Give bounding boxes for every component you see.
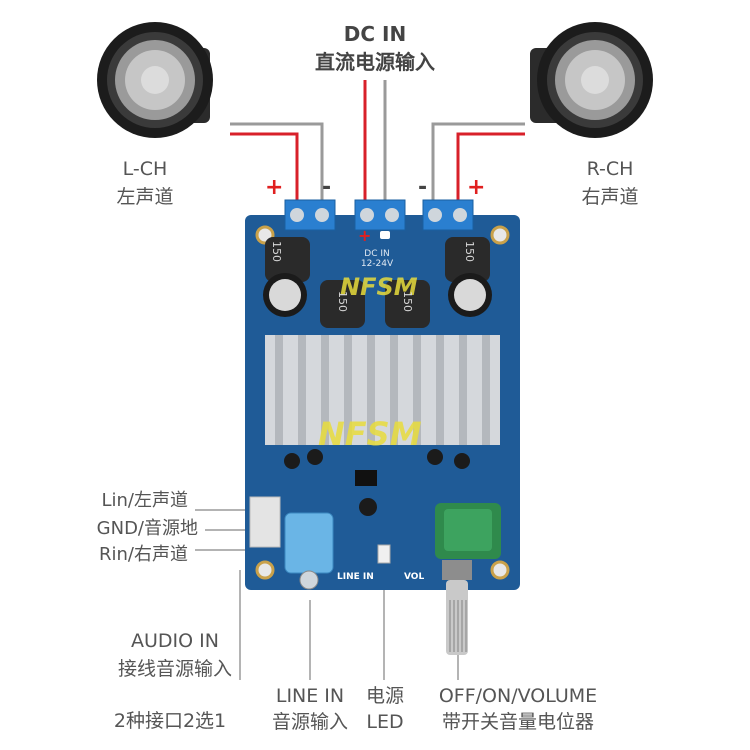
left-channel-code: L-CH <box>122 158 168 180</box>
audio-in-title: AUDIO IN <box>131 630 219 652</box>
volume-knob-icon[interactable] <box>432 560 482 660</box>
inductor-mark-right: 150 <box>463 241 476 262</box>
dc-in-subtitle: 直流电源输入 <box>315 50 435 74</box>
left-speaker-icon <box>97 22 213 138</box>
volume-title: OFF/ON/VOLUME <box>438 685 598 707</box>
line-in-title: LINE IN <box>275 685 345 707</box>
left-channel-label: 左声道 <box>116 186 174 208</box>
watermark-center: NFSM <box>318 415 422 453</box>
right-plus-mark: + <box>467 175 486 200</box>
right-minus-mark: - <box>418 175 428 200</box>
left-minus-mark: - <box>322 175 332 200</box>
audio-in-subtitle: 接线音源输入 <box>117 658 232 680</box>
line-in-subtitle: 音源输入 <box>271 711 348 733</box>
left-plus-mark: + <box>265 175 284 200</box>
dc-in-silk: DC IN 12-24V <box>352 249 402 270</box>
power-led-title: 电源 <box>365 685 404 707</box>
right-speaker-icon <box>530 22 653 138</box>
svg-text:+: + <box>358 226 371 245</box>
inductor-mark-mid-left: 150 <box>336 291 349 312</box>
right-channel-label: 右声道 <box>581 186 639 208</box>
pin-lin-label: Lin/左声道 <box>101 490 188 511</box>
vol-silk: VOL <box>404 572 425 582</box>
line-in-silk: LINE IN <box>337 572 374 582</box>
watermark-top: NFSM <box>340 273 418 301</box>
dc-in-title: DC IN <box>343 22 407 46</box>
pin-rin-label: Rin/右声道 <box>99 544 188 565</box>
volume-subtitle: 带开关音量电位器 <box>441 711 594 733</box>
amplifier-board: + <box>245 199 520 590</box>
right-channel-code: R-CH <box>586 158 634 180</box>
pin-gnd-label: GND/音源地 <box>96 518 198 539</box>
voltage-silk: 12-24V <box>360 258 394 269</box>
inductor-mark-left: 150 <box>270 241 283 262</box>
audio-in-note: 2种接口2选1 <box>113 710 227 732</box>
inductor-mark-mid-right: 150 <box>401 291 414 312</box>
power-led-subtitle: LED <box>366 711 404 733</box>
